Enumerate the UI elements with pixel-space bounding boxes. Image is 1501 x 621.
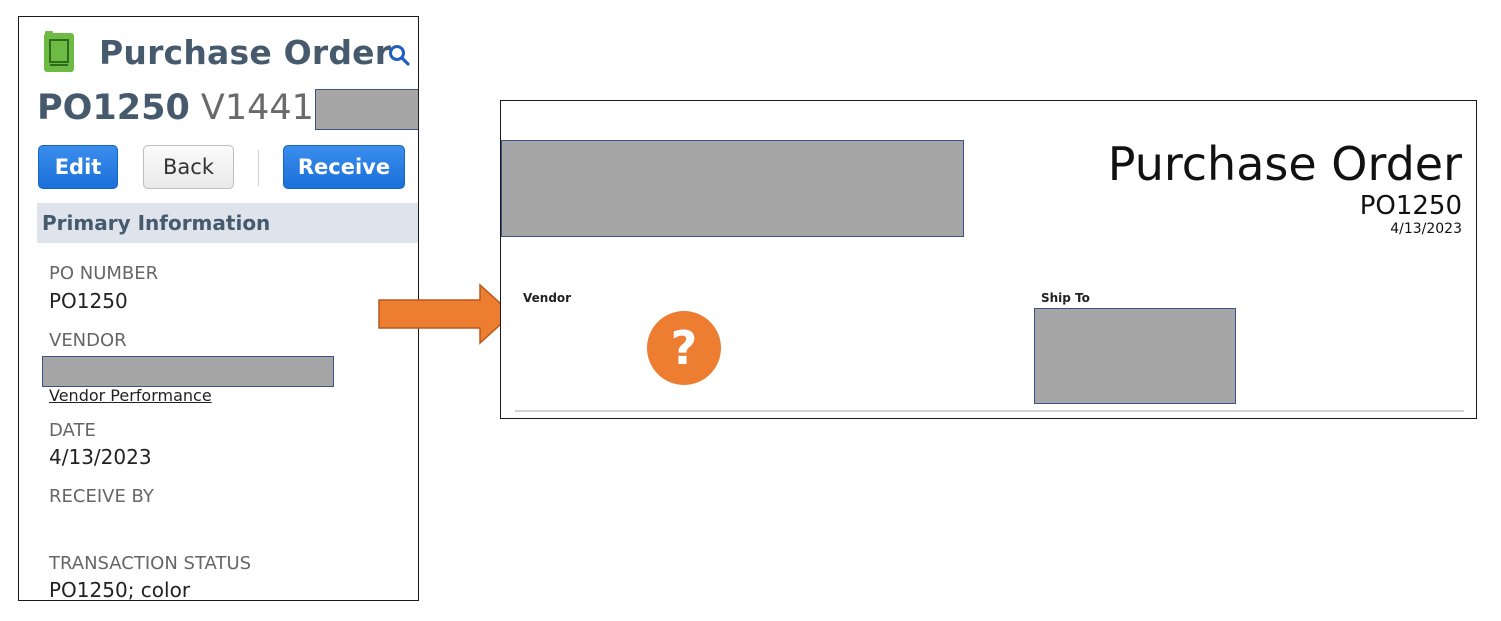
redacted-ship-to-address [1034,308,1236,404]
redacted-vendor-name [315,89,418,130]
record-header: Purchase Order [19,31,418,85]
record-subtitle: PO1250 V1441 [37,88,314,132]
date-label: DATE [49,420,96,441]
edit-button[interactable]: Edit [38,145,118,189]
purchase-order-record-panel: Purchase Order PO1250 V1441 Edit Back Re… [18,16,419,601]
po-number-label: PO NUMBER [49,263,159,284]
document-date: 4/13/2023 [1390,221,1462,237]
vendor-label: VENDOR [49,330,127,351]
search-icon[interactable] [387,43,411,67]
page-title: Purchase Order [99,33,392,72]
printed-purchase-order: Purchase Order PO1250 4/13/2023 Vendor ?… [500,100,1477,419]
vendor-column-label: Vendor [523,291,572,305]
question-mark-icon: ? [647,311,721,385]
po-number-value: PO1250 [49,289,128,313]
receive-by-label: RECEIVE BY [49,486,154,507]
transaction-status-value: PO1250; color [49,578,191,601]
transaction-status-label: TRANSACTION STATUS [49,553,252,574]
section-primary-information[interactable]: Primary Information [37,203,418,243]
redacted-vendor-value [42,356,334,387]
document-title: Purchase Order [1107,137,1462,191]
receive-button[interactable]: Receive [283,145,405,189]
date-value: 4/13/2023 [49,445,152,469]
document-po-number: PO1250 [1359,191,1462,221]
record-po-number: PO1250 [37,88,190,128]
record-vendor-code: V1441 [200,88,314,128]
redacted-company-logo [501,140,964,237]
button-divider [258,150,259,186]
document-divider [515,410,1464,412]
ship-to-column-label: Ship To [1041,291,1090,305]
record-icon [43,31,75,73]
vendor-performance-link[interactable]: Vendor Performance [49,386,212,405]
arrow-right-icon [378,283,514,345]
back-button[interactable]: Back [143,145,234,189]
